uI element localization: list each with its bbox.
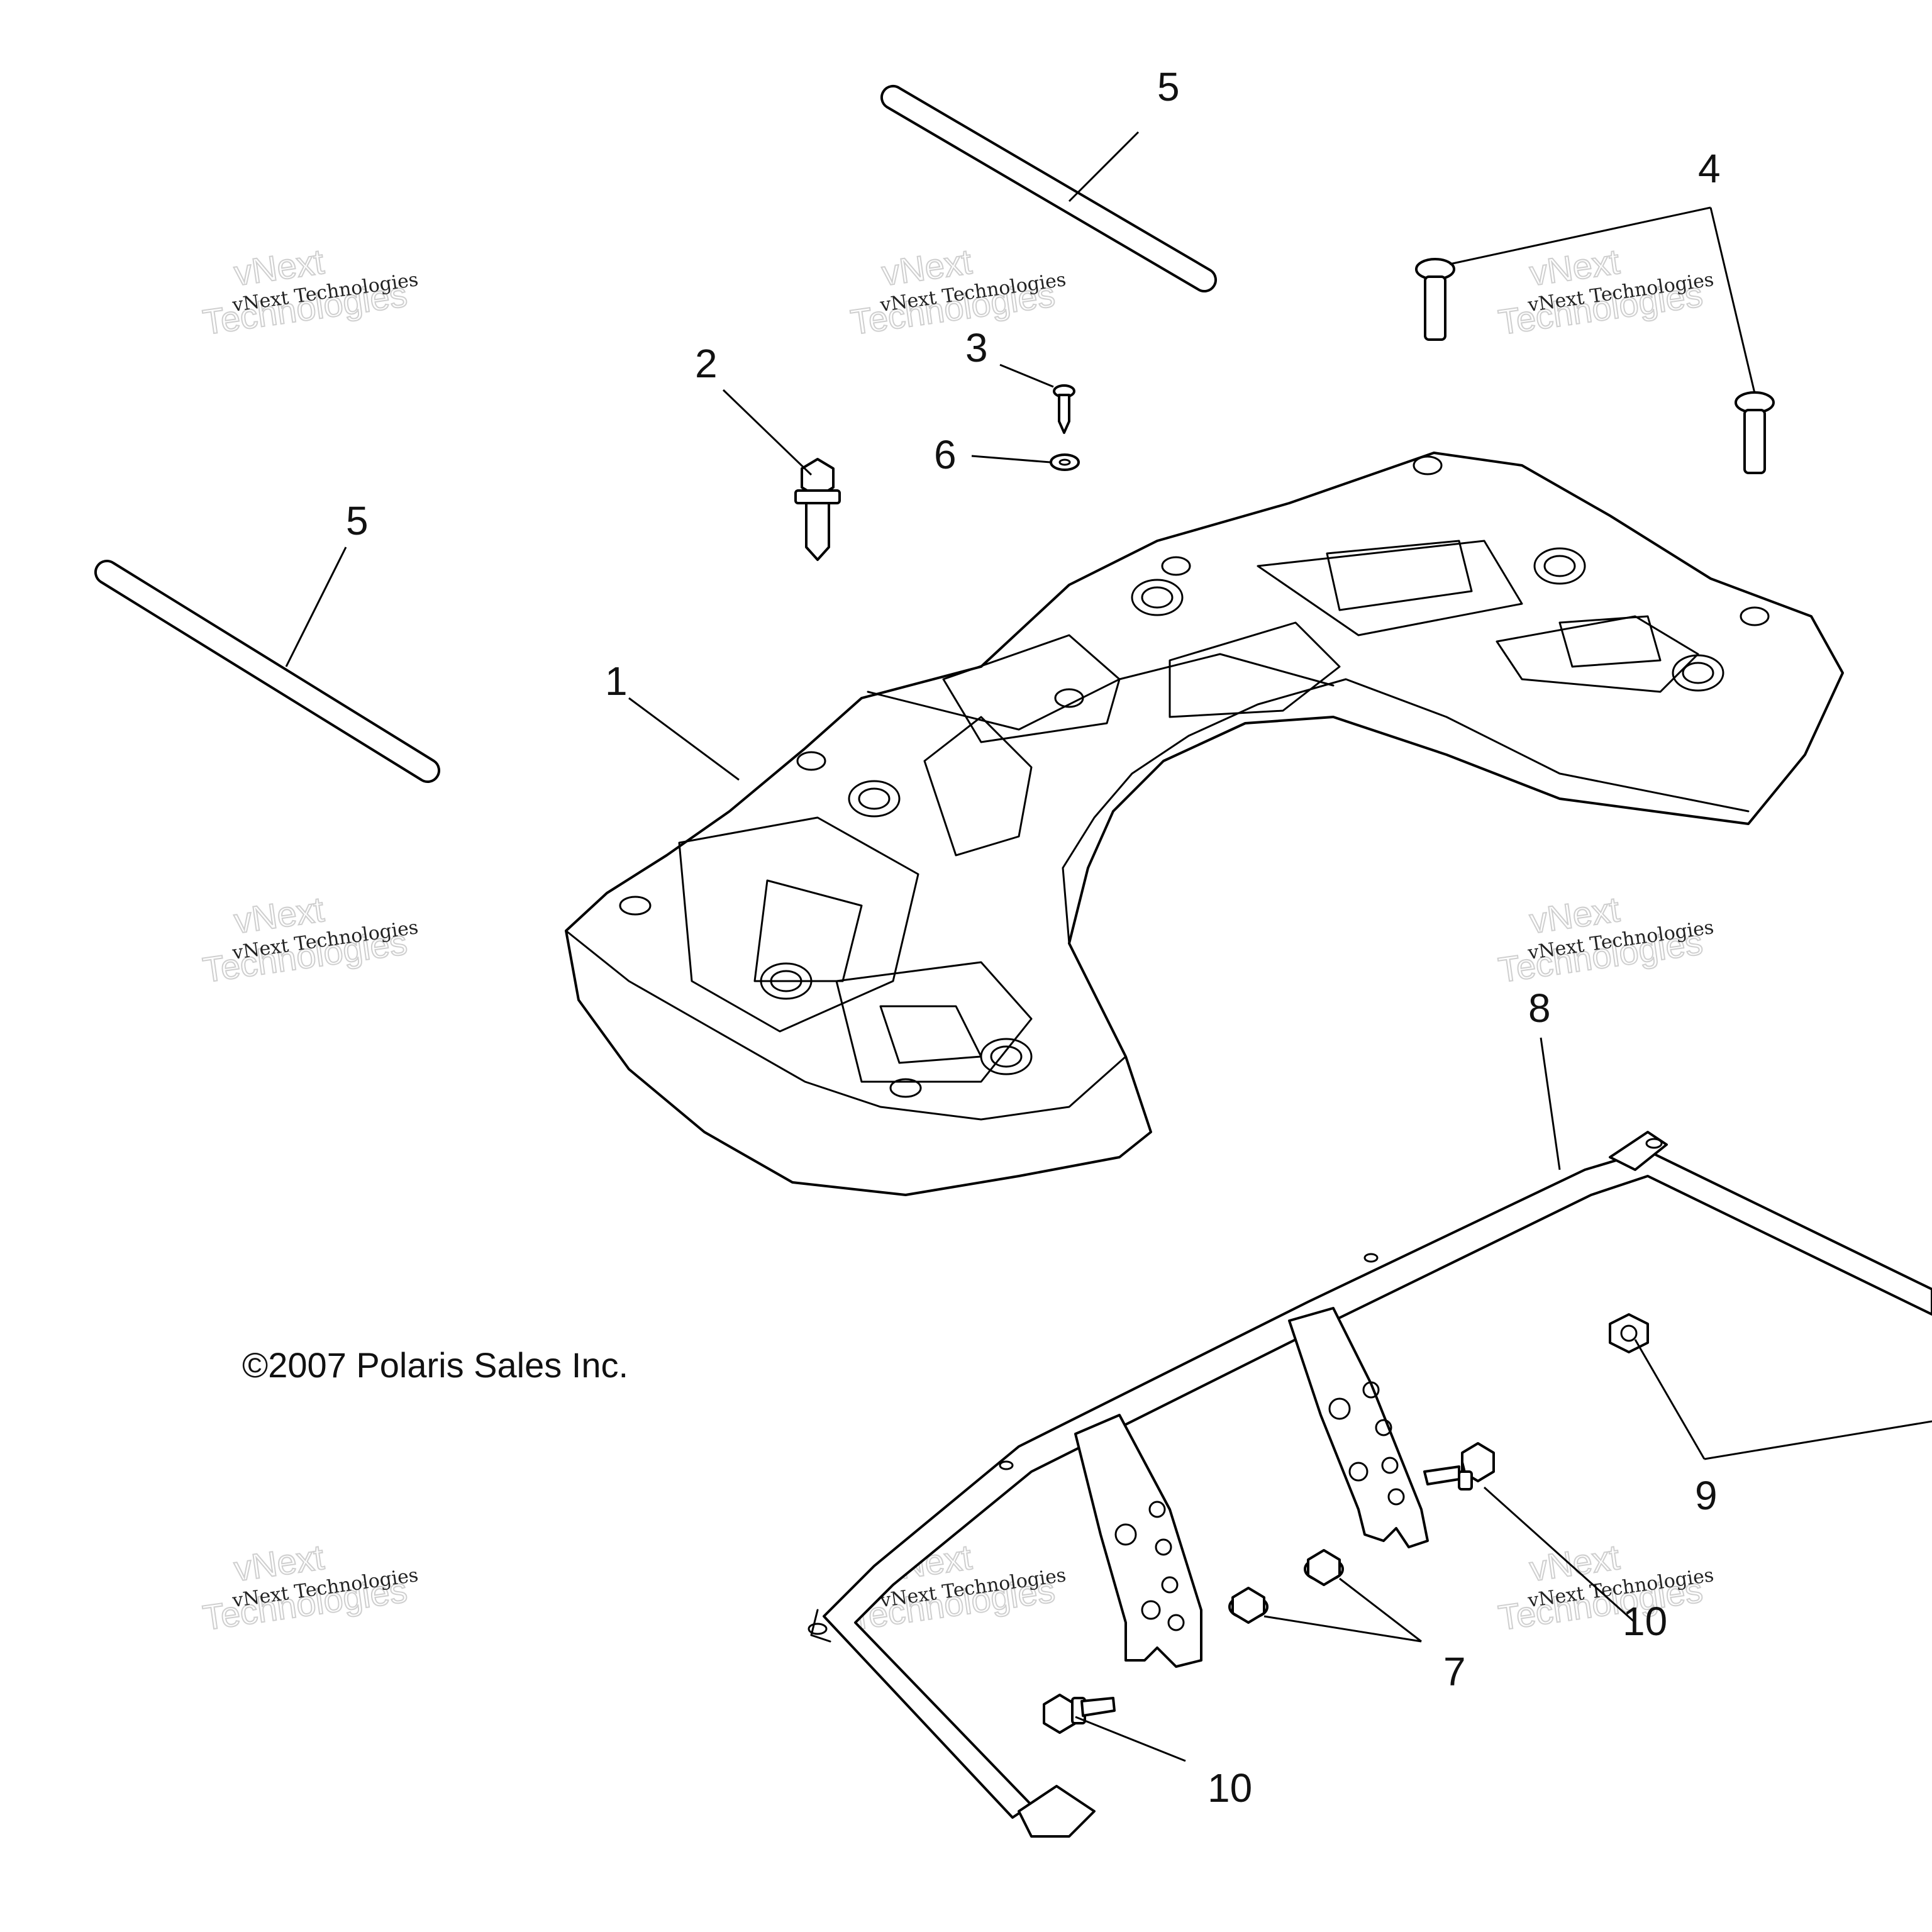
copyright-notice: ©2007 Polaris Sales Inc. xyxy=(242,1345,628,1385)
bracket-frame-part xyxy=(808,1131,1932,1838)
bolt-part xyxy=(794,458,841,561)
rivet-upper-part xyxy=(1415,258,1455,341)
flange-nut-left-part xyxy=(1228,1587,1269,1624)
watermark-top-center: vNext Technologies vNext Technologies xyxy=(848,241,1068,343)
callout-4: 4 xyxy=(1698,146,1721,191)
rivet-lower-part xyxy=(1735,391,1775,474)
callout-6: 6 xyxy=(934,432,957,477)
callout-10-right: 10 xyxy=(1623,1599,1667,1644)
watermark-bottom-right: vNext Technologies vNext Technologies xyxy=(1496,1536,1716,1638)
callout-5-left: 5 xyxy=(346,498,369,543)
callout-7: 7 xyxy=(1443,1649,1466,1694)
callout-8: 8 xyxy=(1528,985,1551,1031)
watermark-mid-left: vNext Technologies vNext Technologies xyxy=(200,889,420,991)
callout-10-left: 10 xyxy=(1208,1765,1252,1811)
leader-lines xyxy=(285,131,1932,1762)
watermark-top-left: vNext Technologies vNext Technologies xyxy=(200,241,420,343)
flange-bolt-left-part xyxy=(1043,1694,1116,1734)
flange-nut-right-part xyxy=(1304,1549,1344,1586)
watermark-bottom-left: vNext Technologies vNext Technologies xyxy=(200,1536,420,1638)
nut-part xyxy=(1609,1313,1649,1353)
callout-3: 3 xyxy=(965,325,988,370)
rod-left-part xyxy=(94,559,440,784)
screw-part xyxy=(1053,384,1075,434)
callout-9: 9 xyxy=(1695,1473,1718,1518)
callout-5-upper: 5 xyxy=(1157,64,1180,109)
washer-part xyxy=(1050,453,1080,471)
watermark-top-right: vNext Technologies vNext Technologies xyxy=(1496,241,1716,343)
flange-bolt-right-part xyxy=(1423,1442,1495,1491)
watermark-mid-right: vNext Technologies vNext Technologies xyxy=(1496,889,1716,991)
rod-upper-part xyxy=(880,84,1217,293)
callout-1: 1 xyxy=(605,658,628,704)
callout-2: 2 xyxy=(695,341,718,386)
rack-part xyxy=(565,452,1844,1196)
